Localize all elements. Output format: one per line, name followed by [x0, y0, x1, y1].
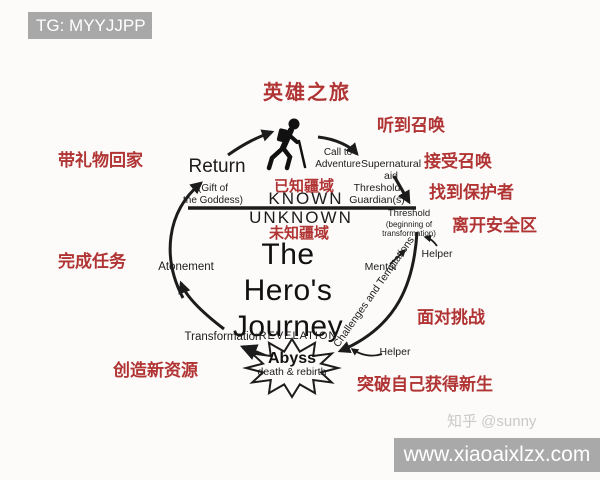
hiker-icon — [266, 118, 307, 171]
hero-title-line1: The — [261, 238, 315, 271]
abyss-starburst — [242, 337, 342, 399]
arrow-transformation-to-atonement — [178, 280, 225, 331]
stage-helper-bottom: Helper — [379, 346, 411, 358]
stage-transformation: Transformation — [184, 331, 262, 343]
hero-title-line3: Journey — [232, 310, 344, 343]
hero-title-line2: Hero's — [243, 274, 333, 307]
stage-atonement: Atonement — [158, 261, 214, 273]
annotation-hear-the-call: 听到召唤 — [377, 116, 445, 135]
arrow-mentor-pointer — [389, 248, 407, 265]
stage-threshold: Threshold — [387, 208, 431, 219]
stage-abyss: Abyss — [267, 350, 317, 367]
arrow-helper-bottom-pointer — [350, 348, 383, 357]
annotation-face-challenges: 面对挑战 — [417, 308, 485, 327]
annotation-complete-the-task: 完成任务 — [58, 252, 126, 271]
stage-revelation: REVELATION — [258, 330, 338, 342]
stage-threshold-subtitle: (beginning of transformation) — [382, 220, 436, 239]
zone-unknown-en: UNKNOWN — [249, 208, 353, 227]
page-title: 英雄之旅 — [263, 82, 351, 104]
annotation-bring-gifts-home: 带礼物回家 — [58, 151, 143, 170]
stage-helper-top: Helper — [421, 248, 453, 260]
site-url-banner: www.xiaoaixlzx.com — [394, 438, 600, 472]
stage-abyss-subtitle: death & rebirth — [257, 366, 327, 378]
zone-known-en: KNOWN — [268, 189, 344, 208]
zhihu-watermark: 知乎 @sunny — [447, 413, 537, 430]
annotation-create-new-resources: 创造新资源 — [113, 361, 198, 380]
stage-call-to-adventure: Call to Adventure — [315, 147, 361, 170]
stage-return: Return — [188, 156, 246, 177]
tg-banner: TG: MYYJJPP — [28, 12, 152, 39]
stage-mentor: Mentor — [364, 261, 398, 273]
arrow-helper-top-pointer — [423, 234, 438, 247]
arrow-return-to-hero — [227, 129, 275, 157]
arrow-challenges-curve — [337, 231, 419, 353]
annotation-find-protector: 找到保护者 — [429, 183, 514, 202]
stage-supernatural-aid: Supernatural aid — [360, 158, 422, 183]
stage-threshold-guardians: Threshold Guardian(s) — [349, 182, 405, 207]
zone-known-cn: 已知疆域 — [273, 178, 335, 195]
arrow-aid-to-threshold — [392, 175, 411, 205]
arrow-hero-to-supernatural-aid — [317, 135, 359, 156]
annotation-accept-the-call: 接受召唤 — [424, 152, 492, 171]
annotation-breakthrough-rebirth: 突破自己获得新生 — [357, 375, 493, 394]
annotation-leave-comfort-zone: 离开安全区 — [452, 216, 537, 235]
zone-unknown-cn: 未知疆域 — [268, 225, 330, 242]
stage-gift-of-goddess: (Gift of the Goddess) — [182, 183, 244, 206]
arrow-atonement-to-return — [168, 181, 203, 299]
